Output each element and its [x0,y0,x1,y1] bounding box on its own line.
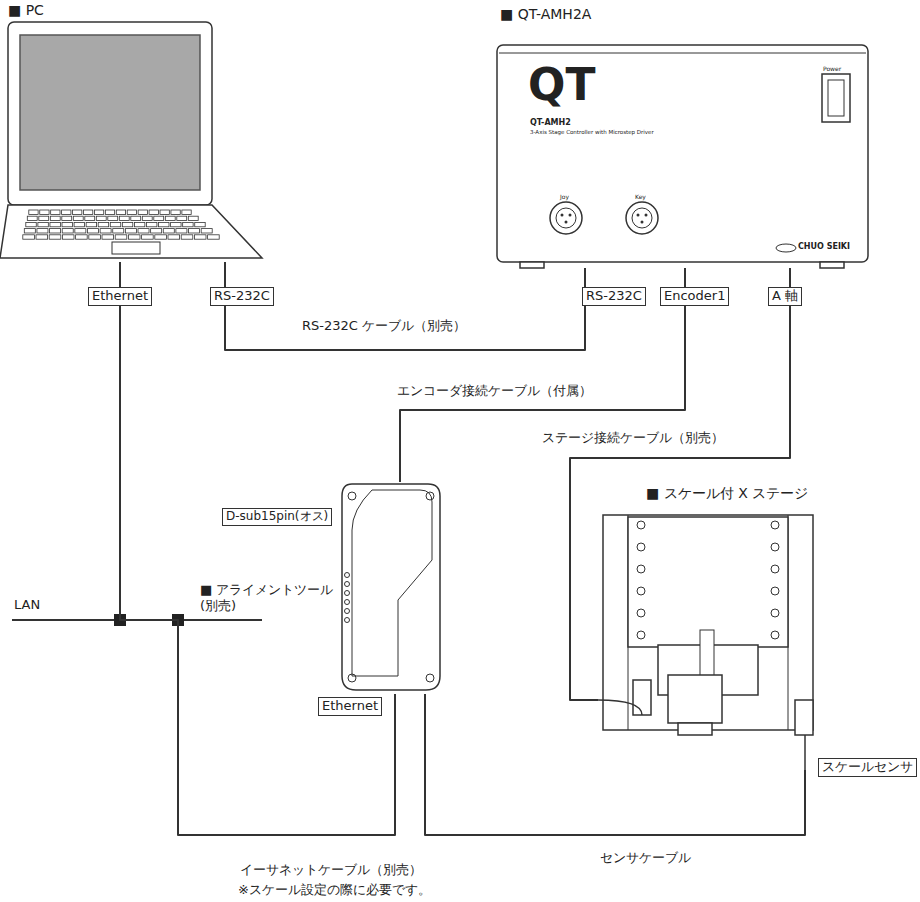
connector-pins [561,214,648,224]
cable-label: イーサネットケーブル（別売） [238,862,424,879]
cable [225,262,585,350]
port-label: D-sub15pin(オス) [222,508,332,526]
controller-foot [520,262,544,268]
device-title: ■ QT-AMH2A [500,6,591,24]
device-title: ■ スケール付 X ステージ [646,485,808,503]
panel-text: Power [823,65,841,73]
device-node: ■ PC [0,0,265,262]
panel-text: QT-AMH2 [530,118,571,128]
motor-rear [678,723,712,735]
cable-label: RS-232C ケーブル（別売） [300,318,468,335]
power-switch [822,74,850,122]
port-label: RS-232C [582,287,646,306]
panel-text: 3-Axis Stage Controller with Microstep D… [530,129,654,136]
controller-bevel [499,53,866,54]
device-node: ■ QT-AMH2A QT QT-AMH23-Axis Stage Controll… [495,5,873,268]
scale-sensor [795,700,813,735]
port-label: A 軸 [768,287,802,306]
alignment-tool [342,484,440,690]
device-title: ■ PC [8,2,44,20]
laptop-screen [20,35,200,190]
cable [570,268,790,700]
port-label: Encoder1 [660,287,729,306]
maker-logo [776,244,796,252]
device-title: ■ アライメントツール (別売) [200,582,340,615]
touchpad [112,242,160,254]
lead-screw [700,630,714,680]
panel-text: Key [635,193,646,201]
cable-label: エンコーダ接続ケーブル（付属） [395,383,594,400]
keyboard [23,210,219,239]
device-node: ■ アライメントツール (別売) [245,482,445,694]
laptop-base [0,205,262,258]
joy-connector [550,202,582,234]
power-rocker [828,80,844,116]
key-connector [632,208,652,228]
cable-label: センサケーブル [598,850,693,867]
cable [120,262,395,835]
controller-foot [820,262,844,268]
key-connector [626,202,658,234]
panel-text: Joy [560,193,569,201]
note-label: LAN [14,597,40,614]
port-label: スケールセンサ [818,758,917,777]
joy-connector [556,208,576,228]
motor-connector [633,680,651,715]
cable [425,694,805,835]
panel-text: QT [528,63,595,107]
port-label: RS-232C [210,287,274,306]
stage-base [603,515,813,730]
cable-label: ステージ接続ケーブル（別売） [540,430,726,447]
stage-cable-end [598,700,642,715]
panel-text: CHUO SEIKI [798,242,850,252]
stage-motor [668,675,722,723]
tool-face [352,490,432,676]
tool-leds [345,573,350,623]
port-label: Ethernet [88,287,152,306]
stage-carriage [628,517,788,647]
controller-housing [497,45,868,262]
mounting-holes [637,521,779,639]
cable [400,268,685,482]
laptop-lid [8,22,212,205]
sensor-cable-end [804,735,806,770]
note-label: ※スケール設定の際に必要です。 [238,882,431,899]
port-label: Ethernet [318,697,382,716]
device-node: ■ スケール付 X ステージ [598,485,818,770]
